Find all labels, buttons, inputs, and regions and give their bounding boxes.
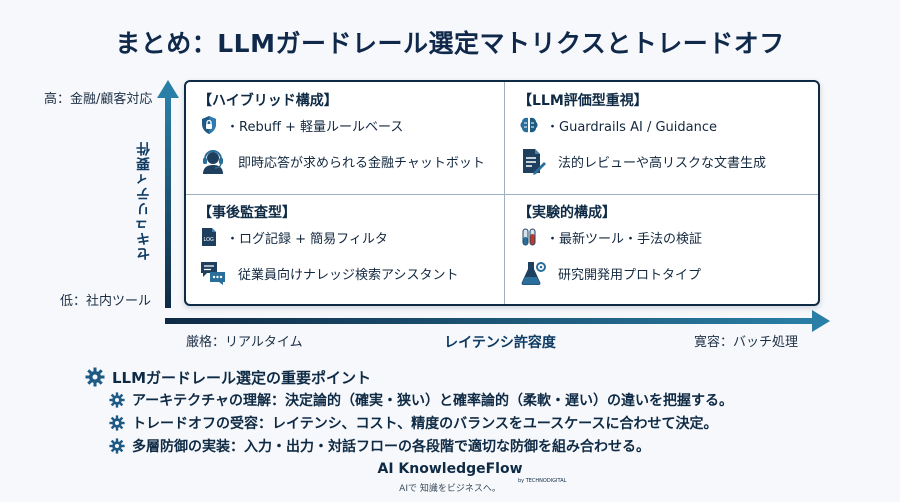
key-point-text: アーキテクチャの理解：決定論的（確実・狭い）と確率論的（柔軟・遅い）の違いを把握… — [132, 392, 734, 409]
quadrant-item-text: ・ログ記録 + 簡易フィルタ — [226, 231, 388, 247]
gear-icon — [108, 391, 126, 409]
document-edit-icon — [518, 146, 548, 176]
quadrant-item: LOG ・ログ記録 + 簡易フィルタ — [198, 224, 514, 250]
y-axis-arrow — [157, 80, 179, 308]
quadrant-title: 【ハイブリッド構成】 — [198, 93, 338, 109]
gear-icon — [108, 437, 126, 455]
log-file-icon: LOG — [198, 226, 220, 248]
quadrant-llm-evaluation: 【LLM評価型重視】 ・Guardrails AI / Guidance 法的レ… — [518, 90, 834, 200]
brand-byline: by TECHNODIGITAL — [518, 478, 567, 484]
y-axis-low-label: 低：社内ツール — [60, 294, 152, 309]
x-axis-arrow — [165, 310, 830, 332]
quadrant-item-text: ・Guardrails AI / Guidance — [546, 119, 717, 135]
quadrant-example: 研究開発用プロトタイプ — [518, 260, 834, 286]
quadrant-title: 【LLM評価型重視】 — [518, 93, 648, 109]
key-point-text: 多層防御の実装：入力・出力・対話フローの各段階で適切な防御を組み合わせる。 — [132, 438, 650, 455]
key-points-heading: LLMガードレール選定の重要ポイント — [84, 366, 844, 388]
brain-icon — [518, 114, 540, 136]
quadrant-item: ・Rebuff + 軽量ルールベース — [198, 112, 514, 138]
y-axis-high-label: 高：金融/顧客対応 — [44, 92, 153, 107]
flask-gear-icon — [518, 258, 548, 288]
key-point-text: トレードオフの受容：レイテンシ、コスト、精度のバランスをユースケースに合わせて決… — [132, 415, 718, 432]
quadrant-example-text: 従業員向けナレッジ検索アシスタント — [238, 267, 459, 283]
key-points-section: LLMガードレール選定の重要ポイント アーキテクチャの理解：決定論的（確実・狭い… — [84, 366, 844, 457]
x-axis-lenient-label: 寛容：バッチ処理 — [694, 335, 799, 350]
quadrant-example-text: 研究開発用プロトタイプ — [558, 267, 702, 283]
quadrant-example-text: 法的レビューや高リスクな文書生成 — [558, 155, 767, 171]
gear-icon — [84, 366, 106, 388]
key-point-item: トレードオフの受容：レイテンシ、コスト、精度のバランスをユースケースに合わせて決… — [108, 411, 844, 434]
key-point-item: アーキテクチャの理解：決定論的（確実・狭い）と確率論的（柔軟・遅い）の違いを把握… — [108, 388, 844, 411]
brand-footer: AI KnowledgeFlow by TECHNODIGITAL AIで 知識… — [0, 461, 900, 494]
headset-agent-icon — [198, 146, 228, 176]
svg-text:LOG: LOG — [204, 237, 215, 243]
quadrant-item-text: ・Rebuff + 軽量ルールベース — [226, 119, 404, 135]
gear-icon — [108, 414, 126, 432]
key-points-heading-text: LLMガードレール選定の重要ポイント — [112, 368, 372, 387]
quadrant-example: 法的レビューや高リスクな文書生成 — [518, 146, 834, 176]
quadrant-title: 【実験的構成】 — [518, 205, 616, 221]
shield-lock-icon — [198, 114, 220, 136]
x-axis-strict-label: 厳格：リアルタイム — [186, 335, 303, 350]
chat-bubbles-icon — [198, 258, 228, 288]
quadrant-post-audit: 【事後監査型】 LOG ・ログ記録 + 簡易フィルタ 従業員向けナレッジ検索アシ… — [198, 202, 514, 312]
page-title: まとめ：LLMガードレール選定マトリクスとトレードオフ — [115, 29, 785, 58]
horizontal-divider — [186, 194, 818, 195]
brand-logo-name: AI KnowledgeFlow — [377, 461, 523, 477]
quadrant-item-text: ・最新ツール・手法の検証 — [546, 231, 703, 247]
y-axis-title: セキュリティ要件 — [136, 141, 152, 261]
selection-matrix: 【ハイブリッド構成】 ・Rebuff + 軽量ルールベース 即時応答が求められる… — [184, 80, 820, 306]
quadrant-hybrid: 【ハイブリッド構成】 ・Rebuff + 軽量ルールベース 即時応答が求められる… — [198, 90, 514, 200]
quadrant-item: ・Guardrails AI / Guidance — [518, 112, 834, 138]
vertical-divider — [504, 82, 505, 304]
brand-tagline: AIで 知識をビジネスへ。 — [399, 484, 501, 494]
quadrant-experimental: 【実験的構成】 ・最新ツール・手法の検証 研究開発用プロトタイプ — [518, 202, 834, 312]
quadrant-example: 即時応答が求められる金融チャットボット — [198, 148, 514, 174]
quadrant-item: ・最新ツール・手法の検証 — [518, 224, 834, 250]
key-point-item: 多層防御の実装：入力・出力・対話フローの各段階で適切な防御を組み合わせる。 — [108, 434, 844, 457]
test-tubes-icon — [518, 226, 540, 248]
quadrant-example-text: 即時応答が求められる金融チャットボット — [238, 155, 485, 171]
quadrant-title: 【事後監査型】 — [198, 205, 296, 221]
quadrant-example: 従業員向けナレッジ検索アシスタント — [198, 260, 514, 286]
